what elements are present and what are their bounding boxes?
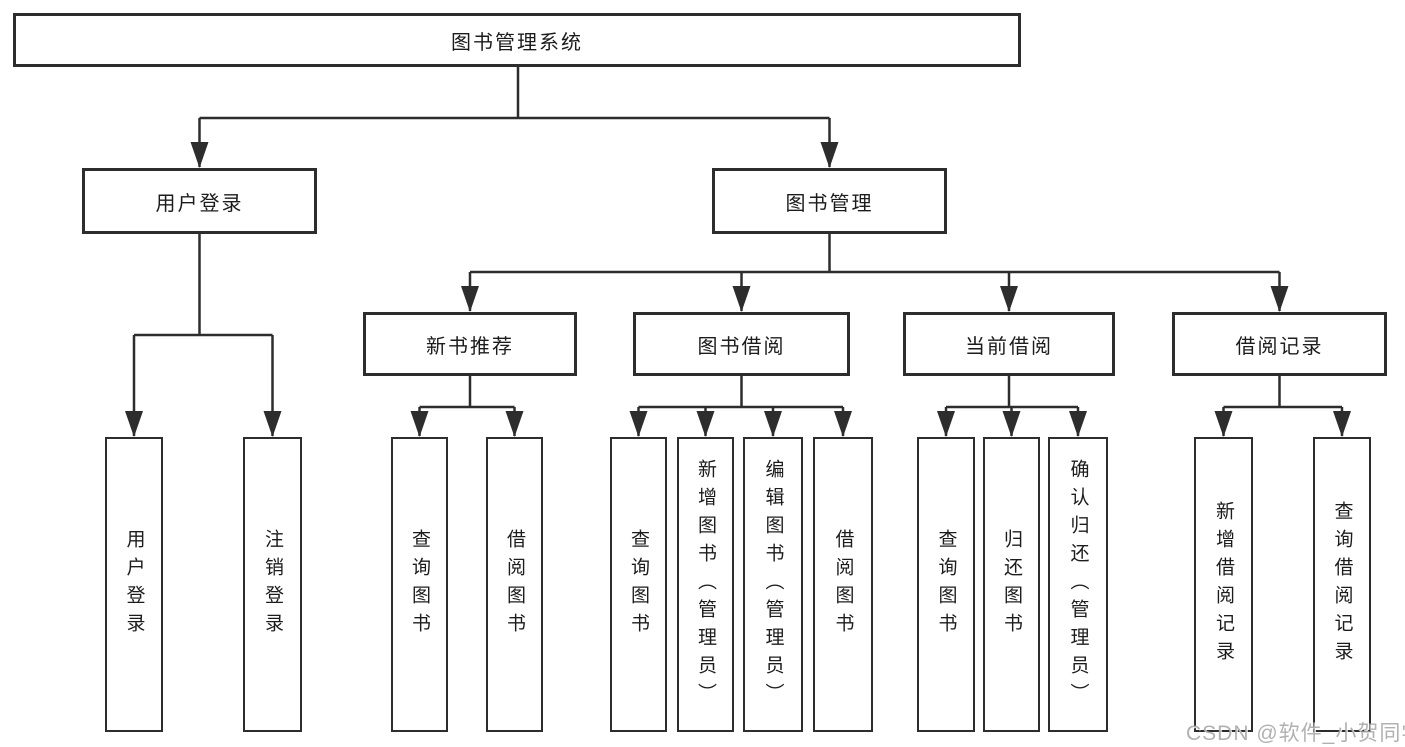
leaf-borrowing-add-books-admin: 新增图书（管理员）	[677, 437, 734, 732]
node-current-borrowing: 当前借阅	[903, 312, 1115, 376]
leaf-user-login-label: 用户登录	[123, 528, 145, 641]
leaf-borrowing-query-books: 查询图书	[610, 437, 667, 732]
leaf-current-confirm-return-admin-label: 确认归还（管理员）	[1067, 458, 1089, 711]
leaf-records-add-record-label: 新增借阅记录	[1213, 500, 1234, 669]
node-library-system: 图书管理系统	[13, 13, 1021, 67]
leaf-user-login: 用户登录	[105, 437, 163, 732]
leaf-recommend-query-books: 查询图书	[391, 437, 448, 732]
leaf-records-add-record: 新增借阅记录	[1194, 437, 1253, 732]
node-user-login: 用户登录	[82, 168, 317, 234]
leaf-current-confirm-return-admin: 确认归还（管理员）	[1048, 437, 1108, 732]
csdn-watermark: CSDN @软件_小贺同学	[1186, 722, 1405, 745]
node-book-management: 图书管理	[712, 168, 947, 234]
node-new-book-recommendation: 新书推荐	[363, 312, 577, 376]
leaf-current-return-books: 归还图书	[983, 437, 1040, 732]
leaf-recommend-query-books-label: 查询图书	[409, 528, 430, 641]
leaf-logout-label: 注销登录	[262, 528, 283, 641]
leaf-current-query-books: 查询图书	[917, 437, 975, 732]
leaf-borrowing-edit-books-admin: 编辑图书（管理员）	[743, 437, 803, 732]
leaf-records-query-record: 查询借阅记录	[1313, 437, 1371, 732]
leaf-borrowing-query-books-label: 查询图书	[628, 528, 649, 641]
leaf-borrowing-add-books-admin-label: 新增图书（管理员）	[695, 458, 716, 711]
node-book-borrowing: 图书借阅	[633, 312, 850, 376]
leaf-current-query-books-label: 查询图书	[935, 528, 957, 641]
leaf-recommend-borrow-books-label: 借阅图书	[504, 528, 525, 641]
leaf-records-query-record-label: 查询借阅记录	[1331, 500, 1353, 669]
leaf-borrowing-borrow-books-label: 借阅图书	[832, 528, 854, 641]
leaf-logout: 注销登录	[243, 437, 302, 732]
node-borrowing-records: 借阅记录	[1172, 312, 1387, 376]
leaf-borrowing-borrow-books: 借阅图书	[813, 437, 873, 732]
leaf-current-return-books-label: 归还图书	[1001, 528, 1022, 641]
leaf-borrowing-edit-books-admin-label: 编辑图书（管理员）	[762, 458, 784, 711]
leaf-recommend-borrow-books: 借阅图书	[486, 437, 543, 732]
